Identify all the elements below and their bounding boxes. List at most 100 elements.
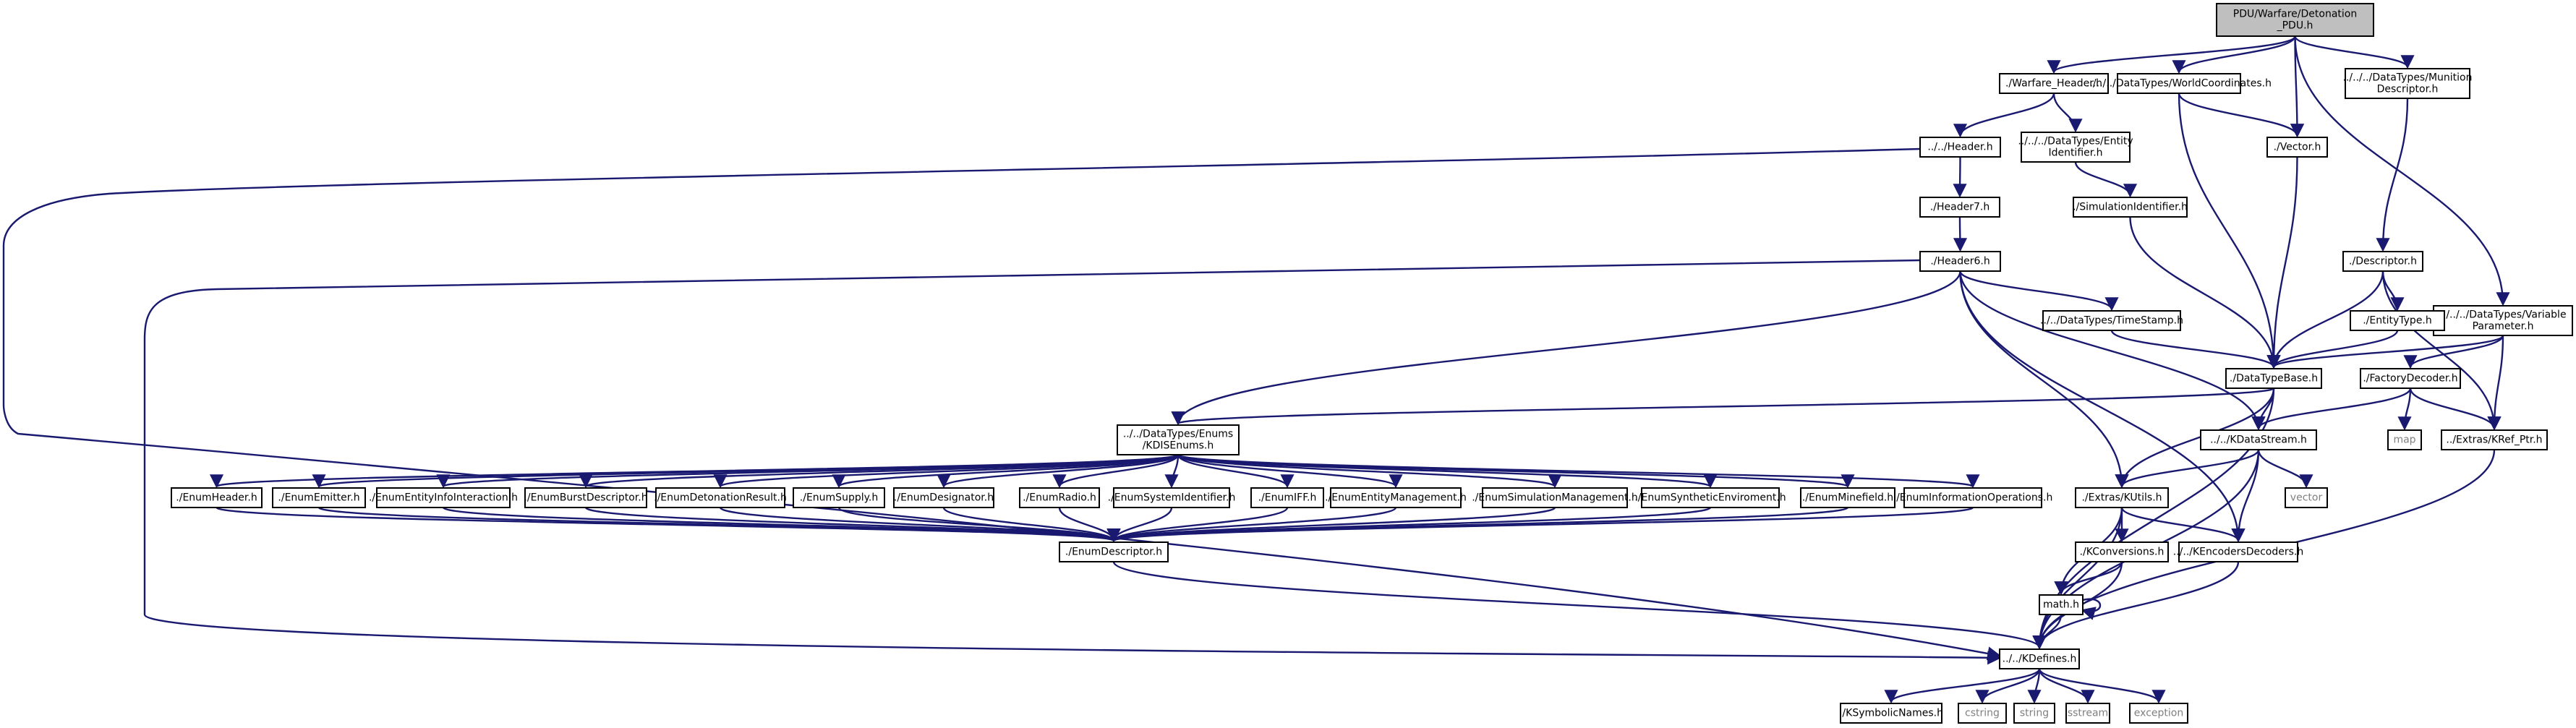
node-box (893, 487, 994, 508)
node-dtbase[interactable]: ./DataTypeBase.h (2225, 368, 2322, 389)
node-e-iff[interactable]: ./EnumIFF.h (1250, 487, 1324, 508)
edge-kdisenums-to-e_entmgmt (1177, 453, 1403, 489)
node-vector-h[interactable]: ./Vector.h (2266, 137, 2328, 158)
edge-vector_h-to-dtbase (2266, 156, 2298, 369)
edge-dtbase-to-kdisenums (1172, 387, 2275, 426)
node-label-line: ../../../DataTypes/WorldCoordinates.h (2086, 78, 2272, 90)
edge-e_desig-to-enumdesc (942, 507, 1121, 543)
edge-enumdesc-to-kdefines (1112, 561, 2047, 650)
node-box (2342, 251, 2423, 272)
node-label-line: ../../KEncodersDecoders.h (2173, 547, 2303, 558)
node-box (1958, 703, 2007, 724)
edge-timestamp-to-dtbase (2110, 330, 2281, 369)
node-kdisenums[interactable]: ../../DataTypes/Enums/KDISEnums.h (1117, 424, 1240, 455)
node-warfare-hdr[interactable]: ./Warfare_Header.h (1999, 73, 2109, 94)
node-kutils[interactable]: ./Extras/KUtils.h (2075, 487, 2169, 508)
node-label-line: ./DataTypeBase.h (2230, 373, 2318, 385)
node-label-line: math.h (2043, 599, 2079, 611)
node-box (1113, 487, 1230, 508)
node-root[interactable]: PDU/Warfare/Detonation_PDU.h (2216, 3, 2374, 37)
node-box (2021, 132, 2131, 163)
node-e-infoops[interactable]: ./EnumInformationOperations.h (1893, 487, 2053, 508)
node-e-burst[interactable]: ./EnumBurstDescriptor.h (524, 487, 648, 508)
node-box (1019, 487, 1100, 508)
node-label-line: ../../KDefines.h (2003, 654, 2077, 665)
node-krefptr[interactable]: ../Extras/KRef_Ptr.h (2441, 429, 2548, 450)
node-label-line: ./EnumDescriptor.h (1065, 547, 1162, 558)
node-encdec[interactable]: ../../KEncodersDecoders.h (2173, 541, 2303, 562)
node-factory[interactable]: ./FactoryDecoder.h (2360, 368, 2461, 389)
node-box (1999, 73, 2109, 94)
node-e-header[interactable]: ./EnumHeader.h (171, 487, 263, 508)
edge-kdisenums-to-e_radio (1052, 454, 1180, 489)
node-e-deton[interactable]: ./EnumDetonationResult.h (654, 487, 787, 508)
node-e-entmgmt[interactable]: ./EnumEntityManagement.h (1325, 487, 1467, 508)
node-label-line: ./EnumBurstDescriptor.h (524, 492, 647, 504)
edge-math_h-to-math_h (2081, 598, 2102, 620)
edge-root-to-varparam (2294, 35, 2510, 307)
edge-e_entmgmt-to-enumdesc (1106, 506, 1397, 543)
node-box (1482, 487, 1628, 508)
edge-header6-to-kdisenums (1171, 270, 1961, 426)
node-e-synth[interactable]: ./EnumSyntheticEnviroment.h (1634, 487, 1786, 508)
edge-warfare_hdr-to-entity_id (2052, 93, 2083, 133)
node-cstring: cstring (1958, 703, 2007, 724)
node-label-line: ./EnumEmitter.h (278, 492, 359, 504)
node-kdefines[interactable]: ../../KDefines.h (1999, 648, 2080, 669)
node-ksymbolic[interactable]: ./KSymbolicNames.h (1839, 703, 1943, 724)
node-math-h[interactable]: math.h (2039, 594, 2084, 615)
edge-kdisenums-to-e_synth (1177, 453, 1717, 489)
node-e-simmgmt[interactable]: ./EnumSimulationManagement.h (1472, 487, 1638, 508)
node-label-line: ./EnumRadio.h (1023, 492, 1096, 504)
edge-sim_id-to-dtbase (2129, 216, 2281, 369)
node-label-line: ./Header7.h (1930, 202, 1989, 213)
node-box (2225, 368, 2322, 389)
edge-varparam-to-factory (2403, 335, 2504, 369)
node-header-h[interactable]: ../../Header.h (1919, 137, 2001, 158)
edge-worldcoord-to-dtbase (2178, 93, 2281, 369)
edge-root-to-munition (2294, 35, 2415, 69)
node-e-mine[interactable]: ./EnumMinefield.h (1800, 487, 1895, 508)
edge-root-to-warfare_hdr (2047, 35, 2296, 74)
node-header7[interactable]: ./Header7.h (1919, 197, 2000, 218)
edge-varparam-to-dtbase (2266, 334, 2504, 369)
node-label-line: ../../../DataTypes/Entity (2018, 136, 2133, 147)
node-sstream: sstream (2065, 703, 2110, 724)
node-e-desig[interactable]: ./EnumDesignator.h (893, 487, 994, 508)
node-label-line: Descriptor.h (2377, 84, 2439, 95)
node-label-line: ../../../DataTypes/Munition (2343, 72, 2473, 84)
node-e-entinfo[interactable]: ./EnumEntityInfoInteraction.h (369, 487, 518, 508)
node-kdatastream[interactable]: ../../KDataStream.h (2200, 429, 2317, 450)
node-kconv[interactable]: ./KConversions.h (2075, 541, 2169, 562)
node-sim-id[interactable]: ./SimulationIdentifier.h (2073, 197, 2188, 218)
node-descriptor[interactable]: ./Descriptor.h (2342, 251, 2423, 272)
node-label-line: ./EnumSimulationManagement.h (1472, 492, 1638, 504)
edge-header6-to-kdefines (143, 259, 2002, 665)
node-label-line: ./EnumEntityManagement.h (1325, 492, 1467, 504)
edge-kdefines-to-cstring (1975, 668, 2041, 704)
node-box (655, 487, 785, 508)
node-label-line: map (2393, 434, 2415, 446)
node-e-emitter[interactable]: ./EnumEmitter.h (272, 487, 366, 508)
edge-kdatastream-to-kutils (2115, 449, 2260, 489)
node-e-radio[interactable]: ./EnumRadio.h (1019, 487, 1100, 508)
node-label-line: ./Descriptor.h (2349, 256, 2417, 267)
node-label-line: ./KSymbolicNames.h (1839, 708, 1943, 719)
node-timestamp[interactable]: ../../DataTypes/TimeStamp.h (2040, 310, 2183, 331)
node-box (1330, 487, 1462, 508)
node-enumdesc[interactable]: ./EnumDescriptor.h (1059, 541, 1169, 562)
node-box (2013, 703, 2055, 724)
node-e-supply[interactable]: ./EnumSupply.h (793, 487, 885, 508)
edge-header6-to-timestamp (1959, 270, 2119, 312)
node-entitytype[interactable]: ./EntityType.h (2350, 310, 2445, 331)
node-label-line: ../../DataTypes/Enums (1123, 429, 1233, 440)
node-worldcoord[interactable]: ../../../DataTypes/WorldCoordinates.h (2086, 73, 2272, 94)
node-e-sysid[interactable]: ./EnumSystemIdentifier.h (1108, 487, 1236, 508)
node-header6[interactable]: ./Header6.h (1919, 251, 2001, 272)
edge-e_supply-to-enumdesc (837, 506, 1121, 543)
node-box (1250, 487, 1324, 508)
